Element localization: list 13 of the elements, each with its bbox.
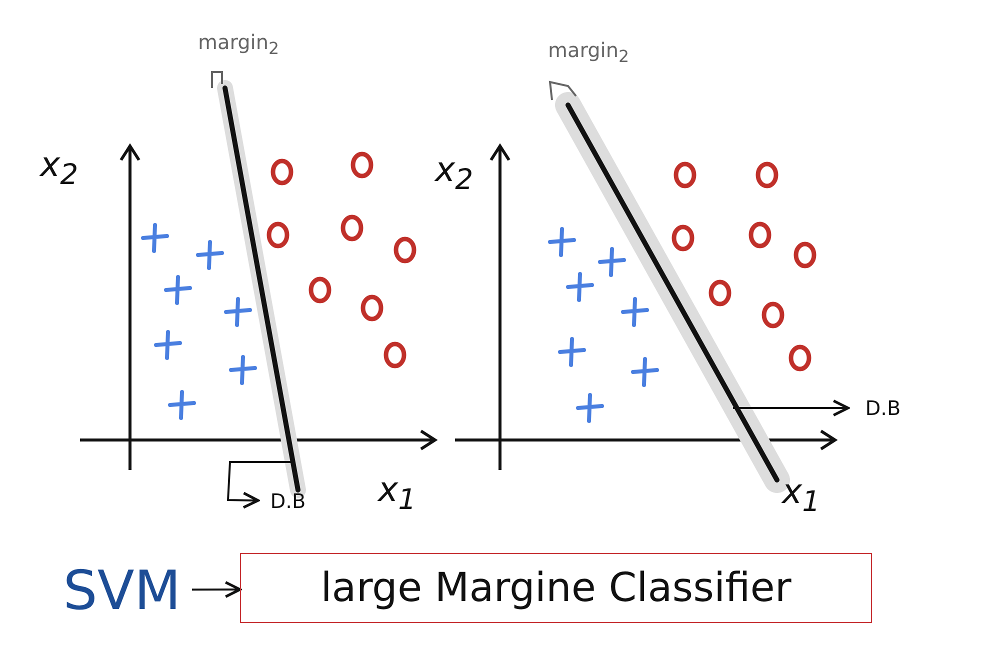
arrow xyxy=(192,580,242,598)
highlight-box: large Margine Classifier xyxy=(240,553,872,623)
handwritten-text: D.B xyxy=(848,392,918,424)
handwritten-text: SVM xyxy=(52,550,192,630)
axis-label: x$_{1}$ xyxy=(378,470,416,516)
margin-label: margin$_{2}$ xyxy=(548,38,630,66)
margin-label: margin$_{2}$ xyxy=(198,30,280,58)
arrow xyxy=(226,461,292,509)
axis-label: x$_{2}$ xyxy=(435,150,474,196)
handwritten-text: D.B xyxy=(258,486,318,516)
arrow xyxy=(733,399,850,417)
axis-label: x$_{2}$ xyxy=(40,145,78,191)
axis-label: x$_{1}$ xyxy=(782,472,820,518)
